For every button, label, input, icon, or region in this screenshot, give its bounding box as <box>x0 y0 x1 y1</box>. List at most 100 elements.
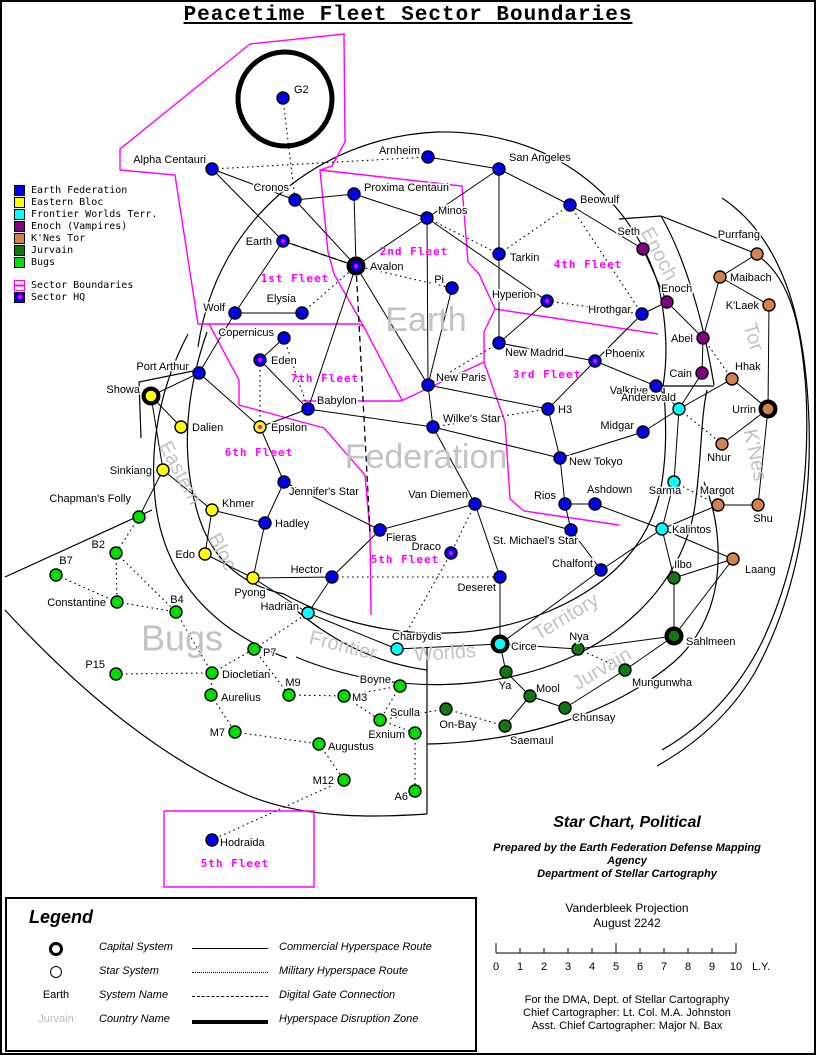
commercial-route-arnheim-san-angeles <box>427 156 500 170</box>
system-dot-san-angeles <box>492 162 506 176</box>
commercial-route-minos-new-paris <box>426 217 429 386</box>
system-dot-minos <box>420 211 434 225</box>
fleet-label-3rd-fleet: 3rd Fleet <box>513 368 582 381</box>
commercial-route-minos-avalon <box>355 217 428 267</box>
system-dot-valkriye <box>649 379 663 393</box>
military-route-chapman-s-folly-b2 <box>115 516 140 554</box>
legend-country-label: Enoch (Vampires) <box>31 220 128 232</box>
system-dot-tarkin <box>492 247 506 261</box>
system-label-urrin: Urrin <box>732 404 756 416</box>
system-dot-hadley <box>258 516 272 530</box>
commercial-route-jennifer-s-star-fieras <box>283 481 381 531</box>
system-dot-m7 <box>228 725 242 739</box>
country-label-earth: Earth <box>385 301 466 339</box>
legend-label: Capital System <box>99 941 173 953</box>
legend-country-eastern-bloc: Eastern Bloc <box>14 196 157 208</box>
military-route-b2-constantine <box>115 552 118 603</box>
system-label-shu: Shu <box>753 513 773 525</box>
commercial-route-port-arthur-epsilon <box>198 372 261 428</box>
system-label-tarkin: Tarkin <box>510 252 539 264</box>
capital-system-icon <box>49 942 63 956</box>
system-dot-enoch <box>660 295 674 309</box>
military-route-new-madrid-new-paris <box>427 342 500 386</box>
commercial-route-khmer-hadley <box>211 509 266 524</box>
sector-boundary <box>319 169 659 335</box>
commercial-route-wilke-s-star-van-diemen <box>432 426 476 505</box>
legend-row-capital: Capital System Commercial Hyperspace Rou… <box>7 937 475 961</box>
commercial-route-sinkiang-khmer <box>162 469 213 511</box>
commercial-route-hadley-jennifer-s-star <box>264 481 285 524</box>
country-boundary <box>660 215 753 253</box>
system-label-aurelius: Aurelius <box>221 692 261 704</box>
sector-hq-marker-avalon <box>353 263 359 269</box>
sector-hq-marker-draco <box>448 550 454 556</box>
system-label-enoch: Enoch <box>661 283 692 295</box>
system-label-g2: G2 <box>294 84 309 96</box>
system-label-cain: Cain <box>669 368 692 380</box>
system-dot-pyong <box>246 571 260 585</box>
system-label-wolf: Wolf <box>203 302 226 314</box>
system-label-valkriye: Valkriye <box>610 385 648 397</box>
legend-country-label: Bugs <box>31 256 56 268</box>
commercial-route-minos-hyperion <box>426 217 548 302</box>
system-dot-new-madrid <box>492 336 506 350</box>
commercial-route-urrin-nhur <box>721 408 769 445</box>
system-label-van-diemen: Van Diemen <box>408 489 468 501</box>
legend-country-label: Jurvain <box>31 244 74 256</box>
scale-tick-label: 0 <box>493 961 499 973</box>
commercial-route-h3-new-tokyo <box>547 408 561 459</box>
fleet-label-4th-fleet: 4th Fleet <box>554 258 623 271</box>
system-dot-margot <box>711 498 725 512</box>
military-route-alpha-centauri-arnheim <box>211 156 429 170</box>
military-route-b7-constantine <box>55 574 118 603</box>
system-label-port-arthur: Port Arthur <box>136 361 189 373</box>
system-label-rios: Rios <box>534 490 557 502</box>
system-dot-wilke-s-star <box>426 420 440 434</box>
military-route-p15-diocletian <box>115 672 213 675</box>
military-route-b4-diocletian <box>175 611 213 674</box>
country-name-sample: Jurvain <box>38 1013 74 1025</box>
country-boundary <box>295 389 708 686</box>
country-boundary <box>152 333 288 659</box>
system-dot-on-bay <box>439 702 453 716</box>
legend-hq: Sector HQ <box>14 291 157 303</box>
system-label-cronos: Cronos <box>254 182 290 194</box>
system-label-a6: A6 <box>395 791 408 803</box>
commercial-route-chalfont-kalintos <box>600 528 663 571</box>
system-label-h3: H3 <box>558 404 572 416</box>
commercial-route-hadley-pyong <box>252 522 266 579</box>
system-dot-babylon <box>301 402 315 416</box>
commercial-route-new-madrid-phoenix <box>498 342 596 362</box>
sector-boundary <box>119 43 251 325</box>
credit-line3: Asst. Chief Cartographer: Major N. Bax <box>531 1020 723 1032</box>
system-dot-hodraida <box>205 833 219 847</box>
system-dot-h3 <box>541 402 555 416</box>
country-boundary <box>283 387 667 634</box>
military-route-augustus-m12 <box>318 743 345 781</box>
commercial-route-line-icon <box>192 948 268 949</box>
system-label-chunsay: Chunsay <box>572 712 616 724</box>
military-route-hyperion-hrothgar <box>546 300 643 315</box>
military-route-constantine-b4 <box>116 601 177 613</box>
legend-heading: Legend <box>29 907 94 927</box>
system-dot-chapman-s-folly <box>132 510 146 524</box>
system-dot-g2 <box>276 91 290 105</box>
system-label-avalon: Avalon <box>370 261 403 273</box>
legend-country-frontier-worlds-terr: Frontier Worlds Terr. <box>14 208 157 220</box>
system-dot-circe <box>493 637 507 651</box>
system-label-diocletian: Diocletian <box>222 669 270 681</box>
system-dot-wolf <box>228 306 242 320</box>
commercial-route-pi-new-paris <box>427 287 453 386</box>
commercial-route-nya-sahlmeen <box>577 635 675 650</box>
chart-subtitle: Star Chart, Political <box>553 814 701 831</box>
digital-gate-connection <box>355 265 371 533</box>
system-dot-charbydis <box>390 642 404 656</box>
system-dot-diocletian <box>205 666 219 680</box>
commercial-route-wilke-s-star-new-tokyo <box>432 426 561 459</box>
chart-date: August 2242 <box>593 916 661 930</box>
sector-boundary <box>249 33 403 401</box>
commercial-route-earth-wolf <box>234 240 284 314</box>
sector-boundary <box>208 323 372 616</box>
commercial-route-van-diemen-st-michael-s-star <box>474 503 572 531</box>
